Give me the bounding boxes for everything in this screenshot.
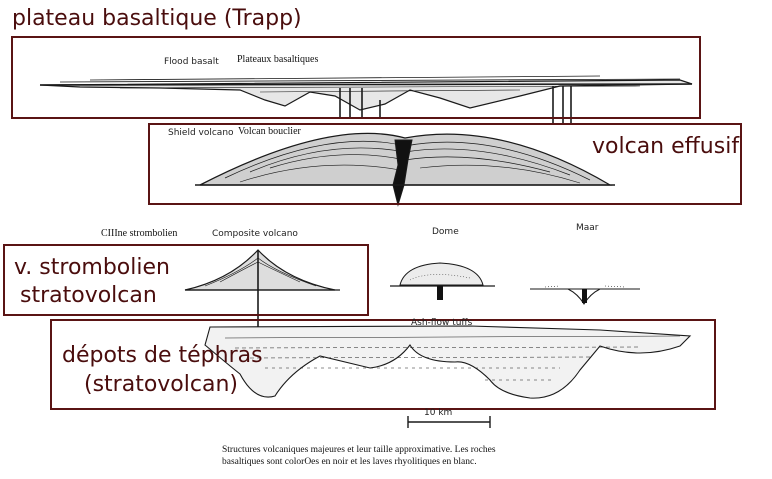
ashflow-title-2: (stratovolcan) [84,372,238,397]
shield-volcano-drawing [195,132,615,207]
composite-title-2: stratovolcan [20,283,157,308]
ashflow-label: Ash-flow tuffs [411,318,473,328]
flood-label-fr: Plateaux basaltiques [237,54,319,65]
composite-label-en: Composite volcano [212,229,298,239]
maar-label: Maar [576,223,599,233]
shield-label-fr: Volcan bouclier [238,126,301,137]
shield-label-en: Shield volcano [168,128,234,138]
shield-title: volcan effusif [592,134,740,159]
flood-title: plateau basaltique (Trapp) [12,6,302,31]
ashflow-title-1: dépots de téphras [62,343,263,368]
box-composite [3,244,369,316]
dome-drawing [390,262,495,300]
maar-drawing [530,285,640,305]
scale-label: 10 km [424,408,453,418]
dome-label: Dome [432,227,459,237]
figure-caption: Structures volcaniques majeures et leur … [222,444,562,468]
caption-line-2: basaltiques sont colorOes en noir et les… [222,457,477,467]
caption-line-1: Structures volcaniques majeures et leur … [222,445,496,455]
composite-label-fr: CIIIne strombolien [101,228,178,239]
box-shield [148,123,742,205]
scale-bar [407,416,491,428]
box-ashflow [50,319,716,410]
composite-title-1: v. strombolien [14,255,170,280]
ash-flow-drawing [204,325,692,399]
composite-volcano-drawing [184,249,340,340]
box-flood-basalt [11,36,701,119]
flood-label-en: Flood basalt [164,57,219,67]
